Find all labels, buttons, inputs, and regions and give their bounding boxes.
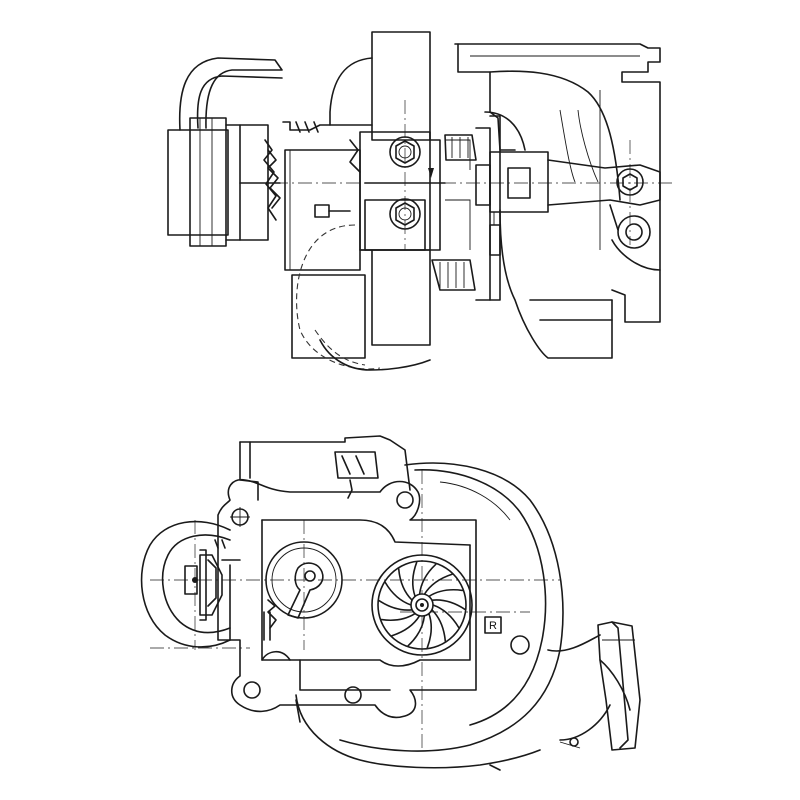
center-housing bbox=[267, 31, 501, 371]
rotation-marker-label: R bbox=[489, 620, 497, 632]
turbine-outlet-elbow bbox=[547, 621, 641, 751]
compressor-blade bbox=[428, 588, 464, 598]
compressor-blade bbox=[432, 604, 460, 629]
compressor-blades bbox=[378, 561, 466, 649]
compressor-blade bbox=[418, 563, 437, 596]
bolt-lower bbox=[389, 198, 421, 230]
turbine-volute bbox=[295, 462, 564, 769]
compressor-blade bbox=[426, 612, 433, 649]
wastegate-valve bbox=[263, 541, 343, 641]
bolt-upper bbox=[389, 136, 421, 168]
compressor-blade bbox=[411, 561, 418, 598]
compressor-blade bbox=[384, 581, 412, 606]
top-view bbox=[167, 31, 675, 371]
compressor-blade bbox=[407, 614, 426, 647]
wastegate-actuator bbox=[167, 57, 351, 247]
compressor-blade bbox=[431, 609, 447, 642]
compressor-blade bbox=[431, 599, 466, 611]
front-view: R bbox=[140, 435, 641, 771]
wastegate-lever bbox=[475, 151, 661, 256]
compressor-blade bbox=[391, 614, 421, 637]
exhaust-inlet-flange bbox=[239, 435, 411, 501]
actuator-canister bbox=[140, 520, 241, 648]
compressor-blade bbox=[397, 568, 413, 601]
compressor-blade bbox=[380, 612, 416, 622]
turbine-flange-plate bbox=[217, 478, 530, 719]
rotation-marker: R bbox=[484, 616, 502, 634]
compressor-blade bbox=[378, 599, 413, 611]
turbine-housing bbox=[454, 43, 661, 359]
compressor-wheel bbox=[371, 554, 473, 656]
compressor-blade bbox=[423, 573, 453, 596]
